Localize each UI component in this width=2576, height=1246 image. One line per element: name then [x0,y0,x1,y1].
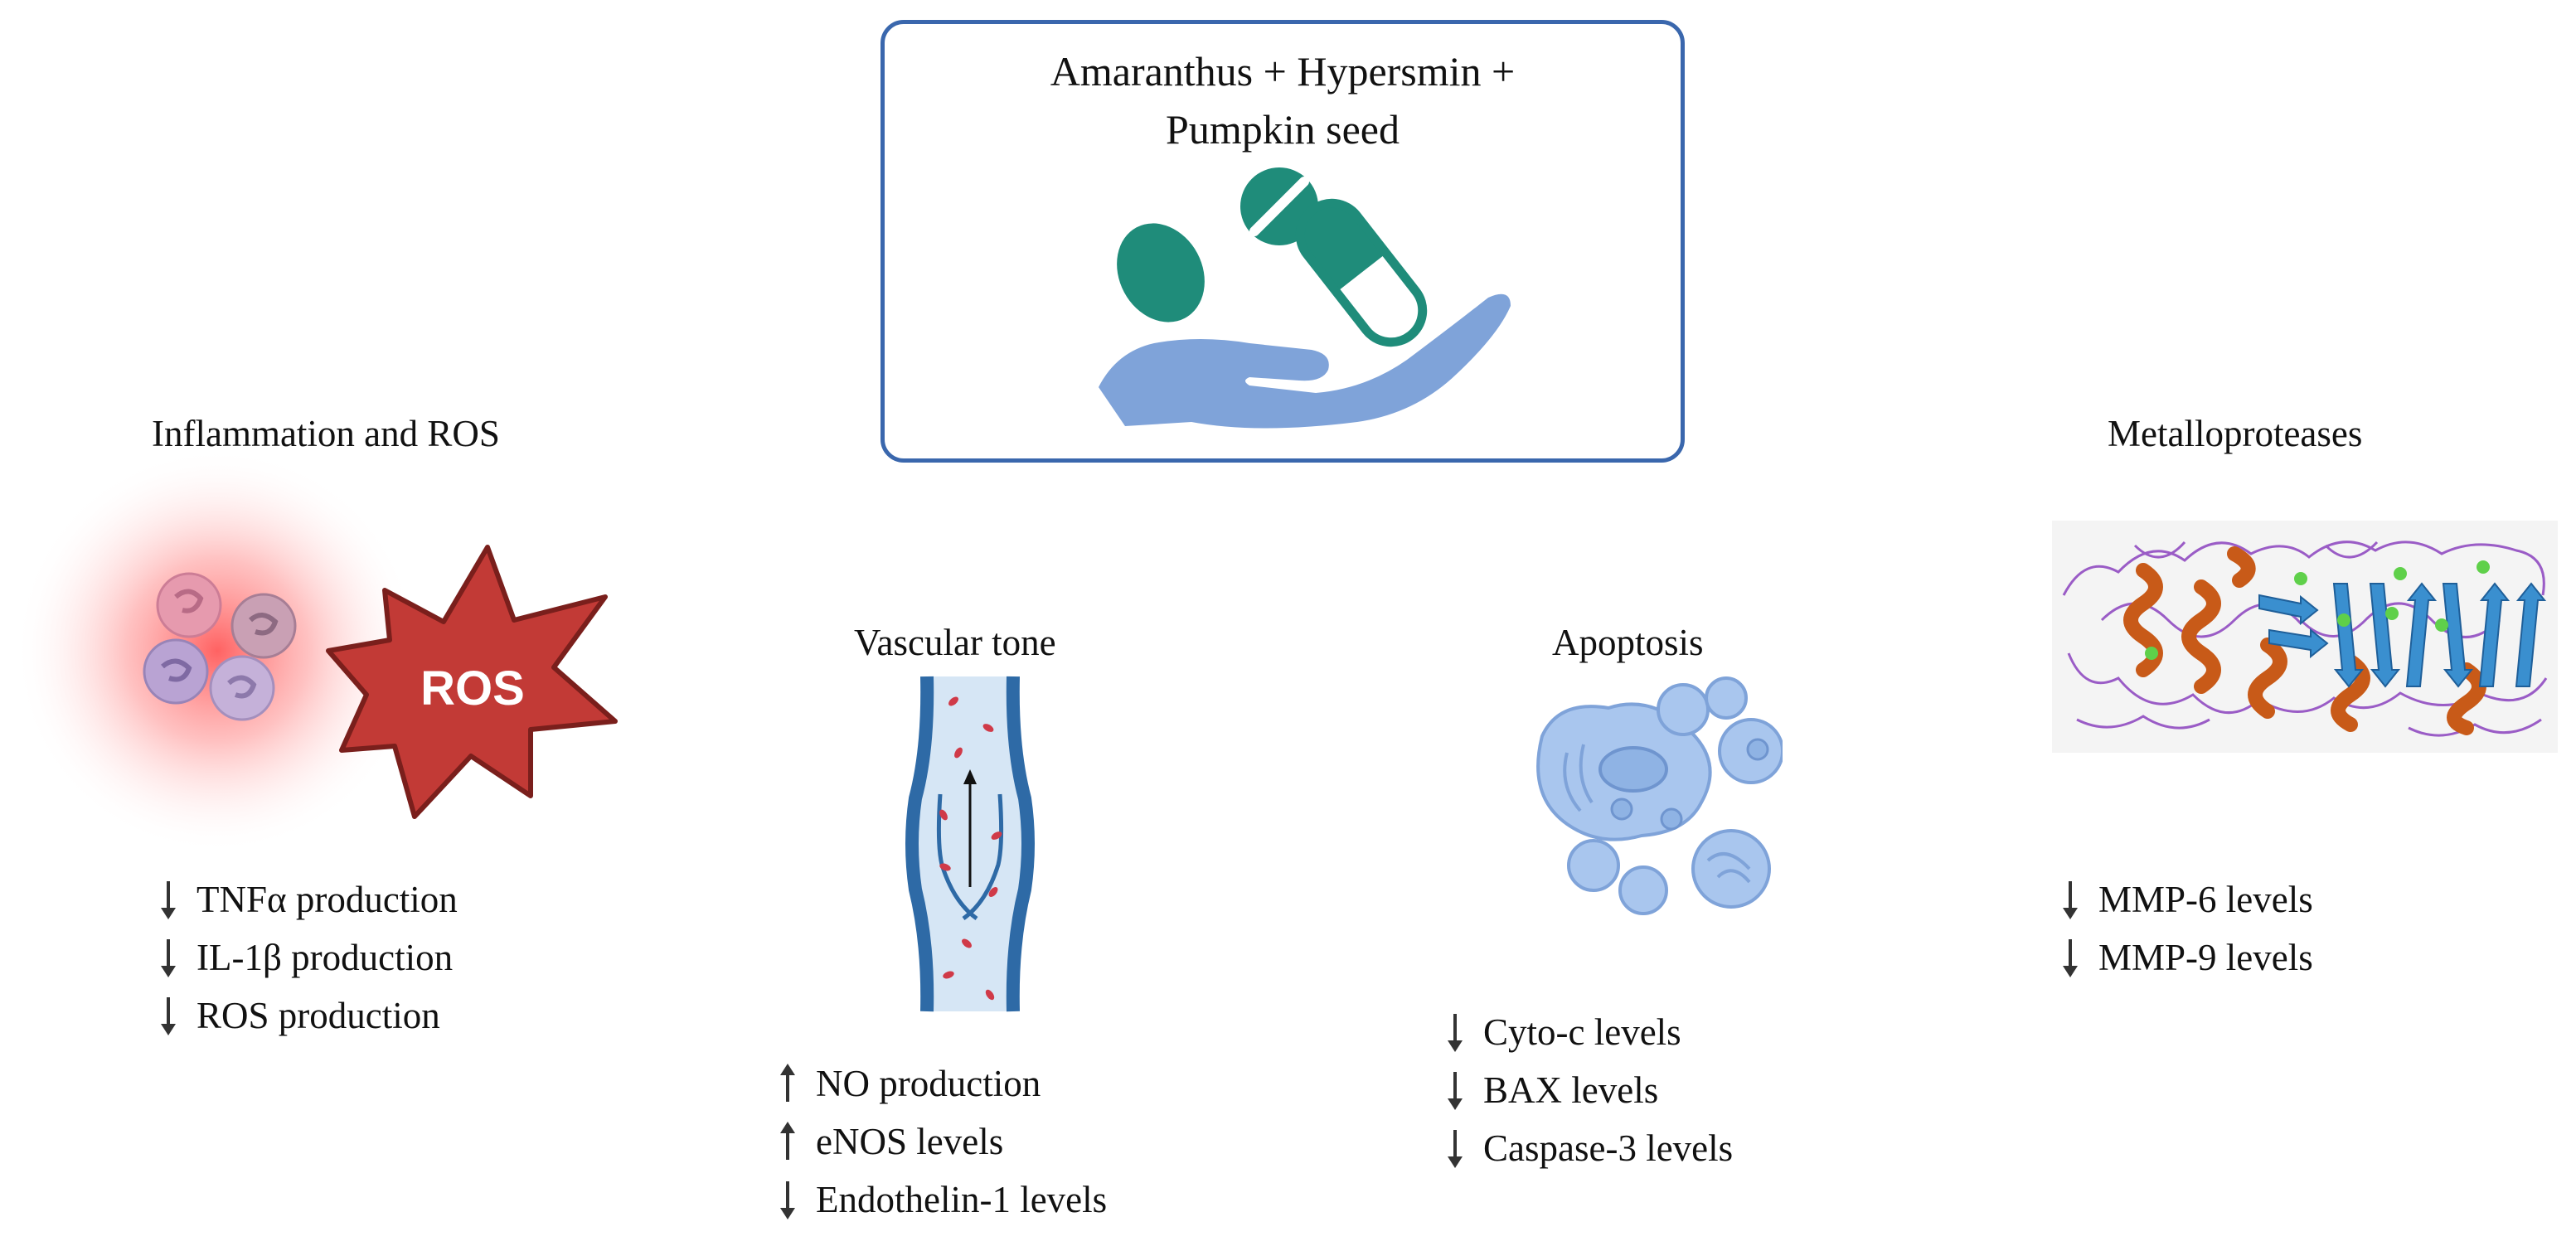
metalloproteases-title: Metalloproteases [2108,413,2363,454]
effect-label: Cyto-c levels [1483,1011,1681,1053]
arrow-down-icon [1438,1011,1472,1054]
effect-item: MMP-6 levels [2054,870,2313,928]
effect-label: IL-1β production [196,937,454,978]
treatment-box: Amaranthus + Hypersmin + Pumpkin seed [880,20,1685,463]
hand-holding-pills-icon [1099,167,1511,429]
effect-label: NO production [816,1063,1041,1104]
effect-item: MMP-9 levels [2054,928,2313,987]
effect-label: TNFα production [196,879,458,920]
inflammation-effects: TNFα production IL-1β production ROS pro… [152,870,458,1045]
protein-structure-icon [2052,521,2558,753]
arrow-down-icon [152,936,185,979]
ros-badge-label: ROS [420,662,525,715]
effect-label: MMP-6 levels [2098,879,2313,920]
effect-item: eNOS levels [771,1113,1107,1171]
arrow-down-icon [152,994,185,1037]
inflammation-title: Inflammation and ROS [152,413,500,454]
effect-item: ROS production [152,987,458,1045]
blood-vessel-icon [905,676,1035,1012]
effect-label: BAX levels [1483,1069,1659,1111]
effect-label: Caspase-3 levels [1483,1127,1734,1169]
immune-cells-and-ros-burst-icon: ROS [14,448,618,846]
vascular-effects: NO production eNOS levels Endothelin-1 l… [771,1054,1107,1229]
apoptosis-effects: Cyto-c levels BAX levels Caspase-3 level… [1438,1003,1733,1177]
effect-item: Endothelin-1 levels [771,1171,1107,1229]
effect-item: NO production [771,1054,1107,1113]
metalloproteases-effects: MMP-6 levels MMP-9 levels [2054,870,2313,987]
treatment-title-line-1: Amaranthus + Hypersmin + [1050,48,1516,95]
effect-item: IL-1β production [152,928,458,987]
arrow-down-icon [152,878,185,921]
effect-label: MMP-9 levels [2098,937,2313,978]
apoptotic-cell-icon [1536,676,1783,915]
effect-item: Cyto-c levels [1438,1003,1733,1061]
apoptosis-title: Apoptosis [1552,622,1704,663]
treatment-title: Amaranthus + Hypersmin + Pumpkin seed [885,42,1681,158]
treatment-title-line-2: Pumpkin seed [1166,106,1400,153]
effect-item: Caspase-3 levels [1438,1119,1733,1177]
arrow-down-icon [2054,878,2087,921]
effect-item: BAX levels [1438,1061,1733,1119]
effect-label: Endothelin-1 levels [816,1179,1108,1220]
effect-label: ROS production [196,995,440,1036]
arrow-up-icon [771,1062,804,1105]
arrow-down-icon [1438,1127,1472,1170]
arrow-down-icon [771,1178,804,1221]
effect-label: eNOS levels [816,1121,1004,1162]
arrow-down-icon [1438,1069,1472,1112]
arrow-down-icon [2054,936,2087,979]
arrow-up-icon [771,1120,804,1163]
vascular-title: Vascular tone [854,622,1056,663]
effect-item: TNFα production [152,870,458,928]
